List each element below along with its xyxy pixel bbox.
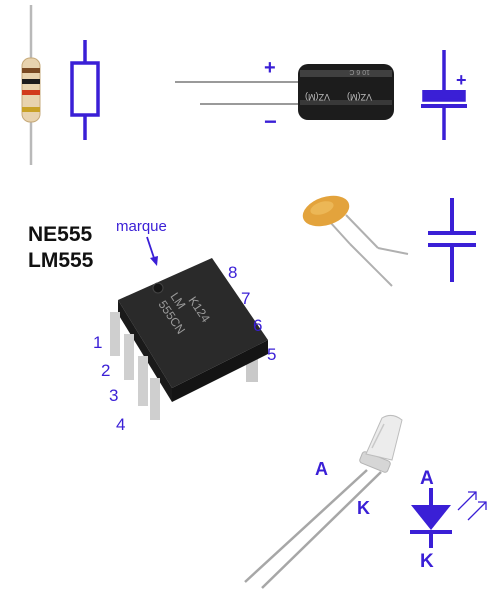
pin-2: 2: [101, 361, 110, 380]
capacitor-print-b: VZ(M): [347, 92, 372, 102]
led-photo-anode-label: A: [315, 459, 328, 479]
capacitor-print-c: 10 6 C: [349, 68, 370, 75]
ic-name-ne555: NE555: [28, 223, 93, 246]
pin-4: 4: [116, 415, 125, 434]
pin-1: 1: [93, 333, 102, 352]
electrolytic-capacitor-symbol: [421, 50, 467, 140]
pin-6: 6: [253, 316, 262, 335]
notch-arrow: [146, 236, 158, 266]
pin-8: 8: [228, 263, 237, 282]
ic-pin-numbers: 1 2 3 4 5 6 7 8: [93, 263, 276, 434]
ic-name-lm555: LM555: [28, 249, 94, 272]
led-symbol-cathode-label: K: [420, 551, 434, 572]
capacitor-print-a: VZ(M): [305, 92, 330, 102]
capacitor-minus-label: −: [264, 109, 277, 134]
pin-5: 5: [267, 345, 276, 364]
ic-555-chip: K124 LM 555CN: [110, 258, 268, 420]
capacitor-symbol-plus: +: [456, 70, 467, 90]
led-symbol-anode-label: A: [420, 468, 434, 489]
electrolytic-capacitor-photo: VZ(M) VZ(M) 10 6 C: [175, 64, 394, 120]
led-symbol: [410, 488, 487, 548]
ceramic-capacitor-symbol: [428, 198, 476, 282]
capacitor-plus-label: +: [264, 57, 276, 79]
ceramic-capacitor-photo: [302, 195, 409, 287]
resistor-symbol: [70, 40, 100, 140]
resistor-photo: [21, 5, 41, 165]
led-photo-cathode-label: K: [357, 498, 370, 518]
notch-marker-label: marque: [116, 218, 167, 235]
pin-7: 7: [241, 289, 250, 308]
led-photo: [244, 414, 403, 589]
pin-3: 3: [109, 386, 118, 405]
